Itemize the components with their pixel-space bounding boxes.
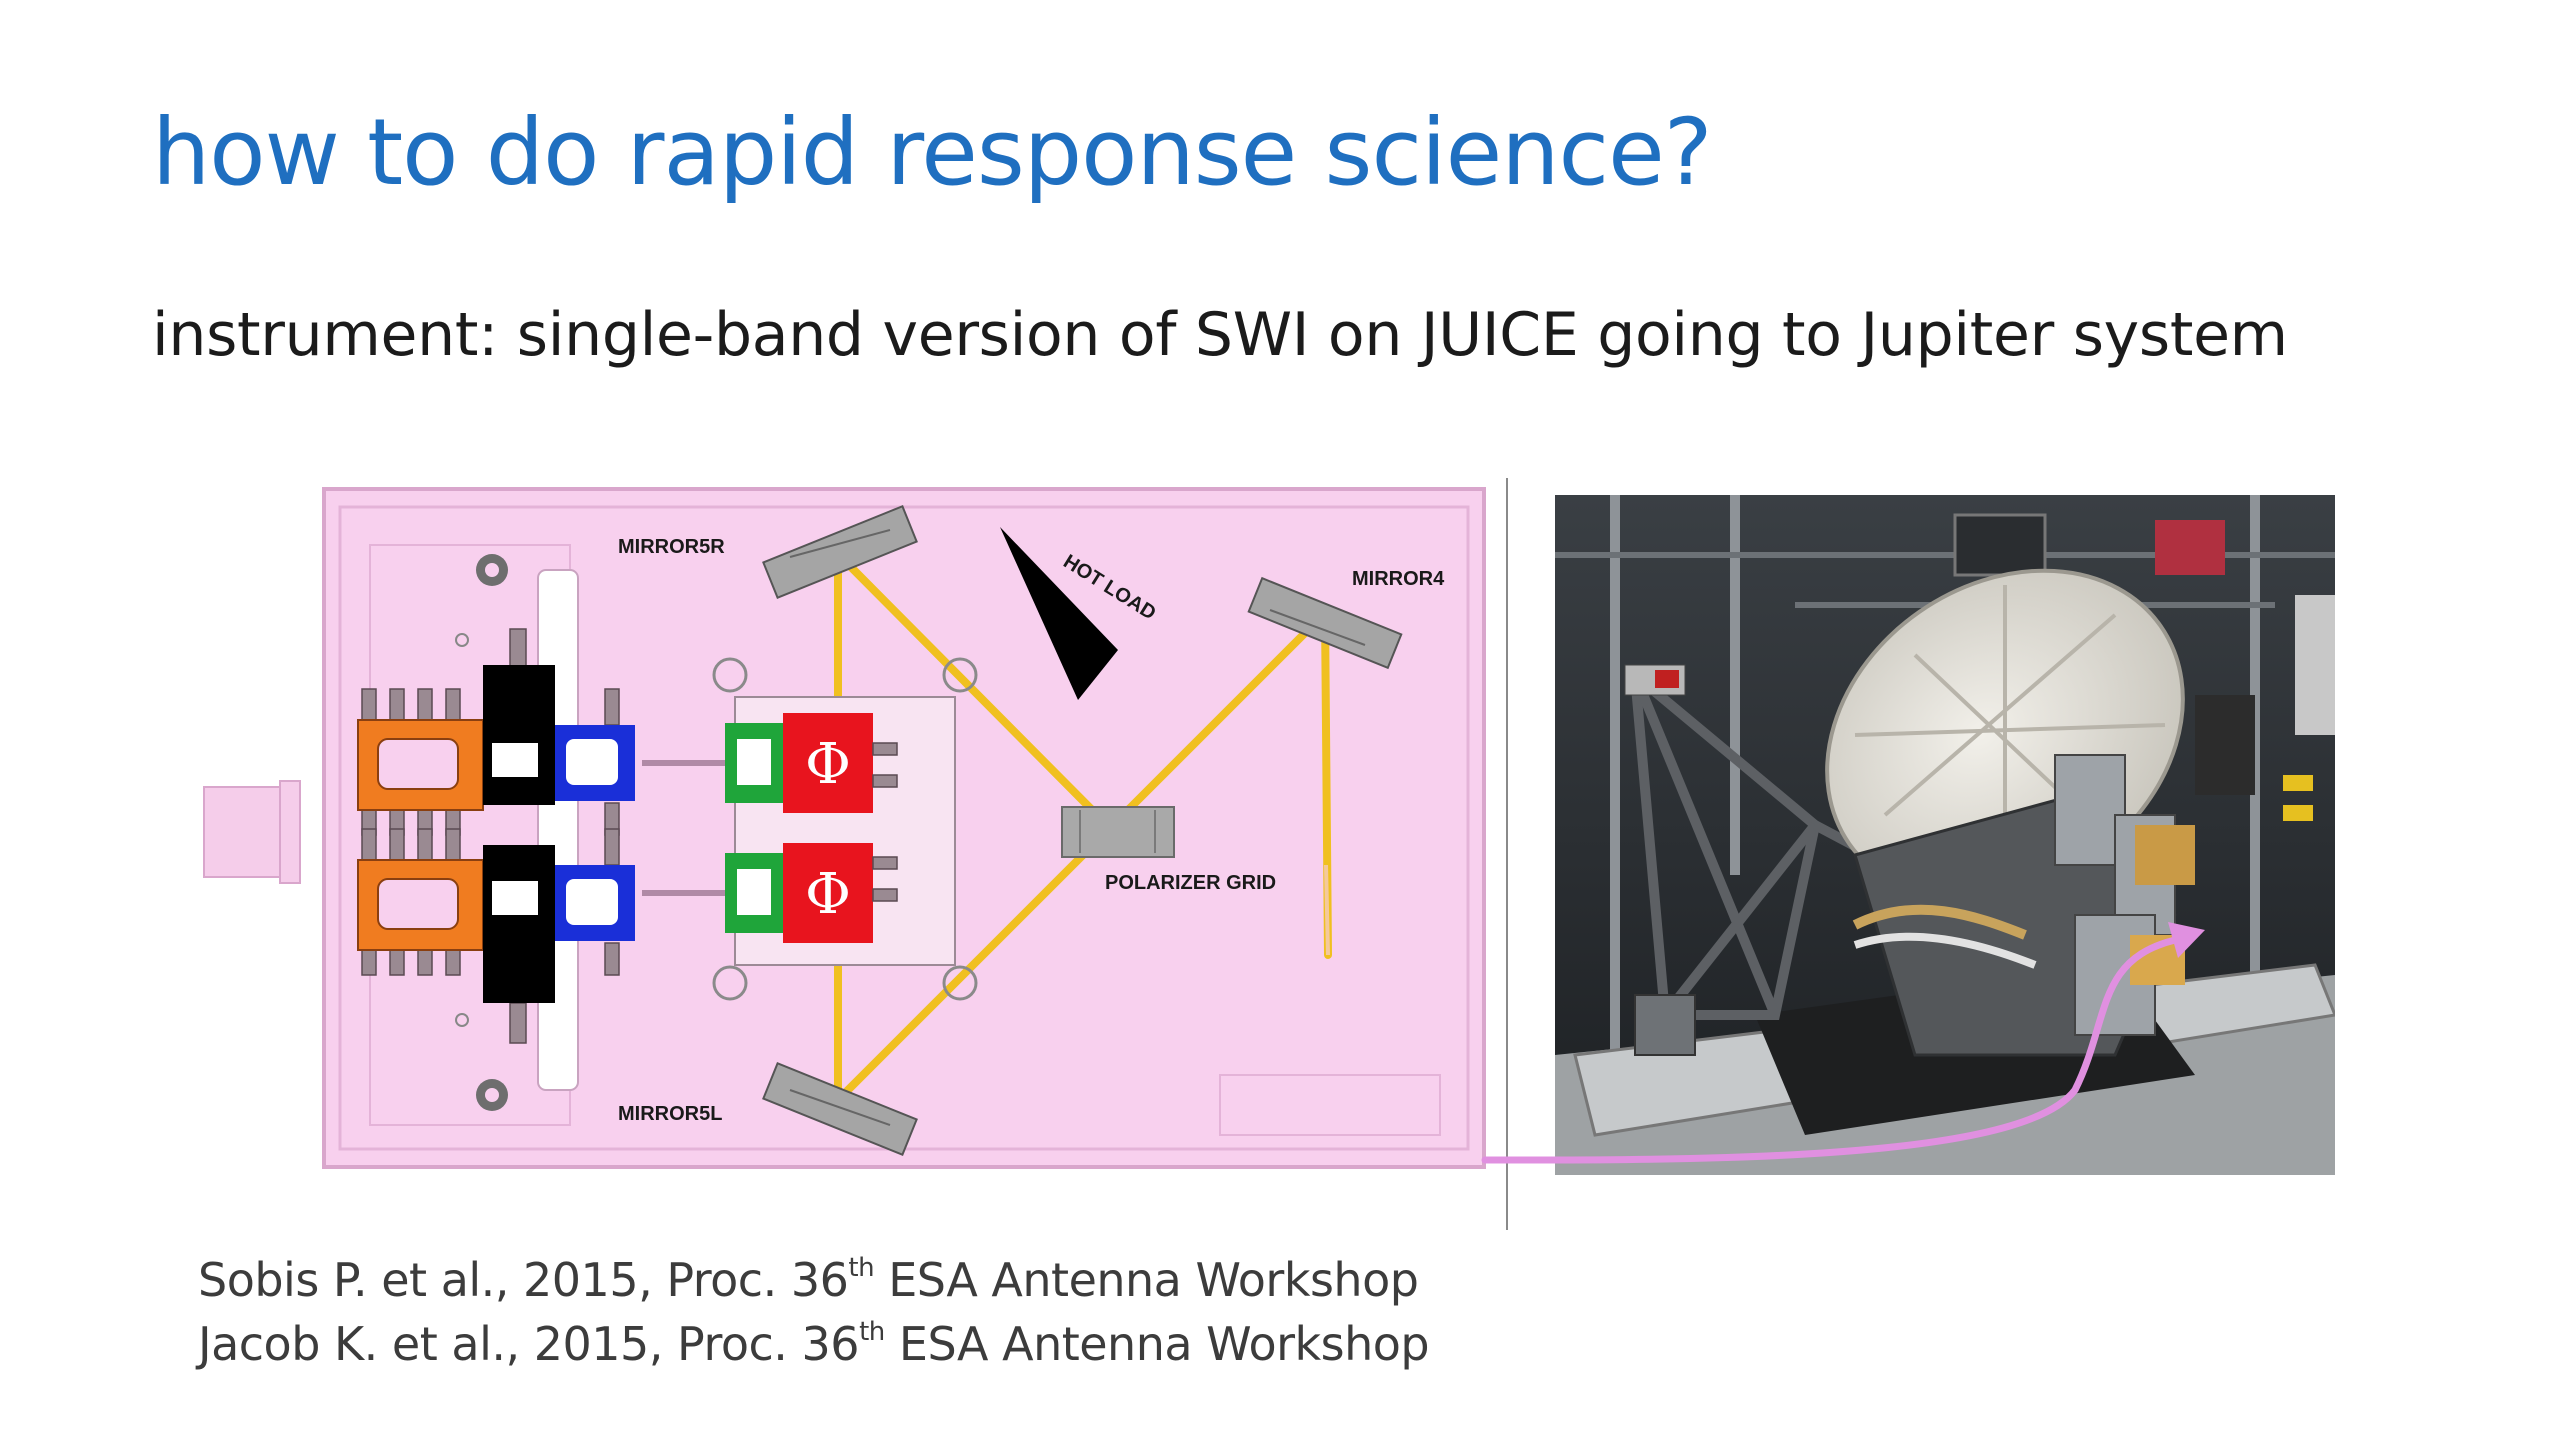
polarizer-grid: [1061, 806, 1175, 858]
mirror4-label: MIRROR4: [1352, 568, 1445, 590]
module-upper: [357, 628, 635, 836]
instrument-photo: [1555, 495, 2335, 1175]
polarizer-grid-label: POLARIZER GRID: [1105, 872, 1276, 894]
svg-text:Φ: Φ: [805, 862, 851, 927]
hot-load: [1000, 527, 1118, 700]
screw-holes: [455, 554, 508, 1111]
svg-text:Φ: Φ: [805, 732, 851, 797]
module-lower: [357, 828, 635, 1044]
slide-title: how to do rapid response science?: [152, 99, 1713, 206]
reference-line: Jacob K. et al., 2015, Proc. 36th ESA An…: [198, 1317, 1430, 1371]
mirror5l: [762, 1061, 918, 1157]
slide-divider: [1506, 478, 1508, 1230]
mirror4: [1247, 576, 1403, 670]
mirror5l-label: MIRROR5L: [618, 1103, 722, 1125]
reference-line: Sobis P. et al., 2015, Proc. 36th ESA An…: [198, 1253, 1419, 1307]
references: Sobis P. et al., 2015, Proc. 36th ESA An…: [198, 1248, 1430, 1376]
mixer-upper: Φ: [725, 713, 898, 813]
mirror5r: [762, 504, 918, 600]
slide-subtitle: instrument: single-band version of SWI o…: [152, 300, 2288, 370]
optics-diagram: Φ Φ MIRROR5R MIRROR4 MIRROR5L HOT LOAD P…: [203, 487, 1486, 1169]
mirror5r-label: MIRROR5R: [618, 536, 725, 558]
mixer-lower: Φ: [725, 843, 898, 943]
